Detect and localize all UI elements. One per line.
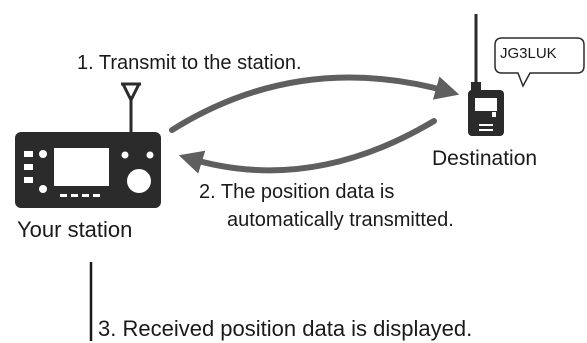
handheld-radio-icon <box>468 14 504 136</box>
step-2-label-line1: 2. The position data is <box>199 181 395 203</box>
return-arrow <box>178 118 437 174</box>
your-station-label: Your station <box>17 217 133 242</box>
callsign-label: JG3LUK <box>500 45 557 62</box>
speech-bubble-icon <box>494 37 585 88</box>
step-2-label-line2: automatically transmitted. <box>227 209 454 231</box>
transmit-arrow <box>169 74 460 133</box>
step-1-label: 1. Transmit to the station. <box>77 52 302 74</box>
destination-label: Destination <box>432 147 538 170</box>
step-3-label: 3. Received position data is displayed. <box>98 316 473 341</box>
radio-transceiver-icon <box>15 82 161 208</box>
